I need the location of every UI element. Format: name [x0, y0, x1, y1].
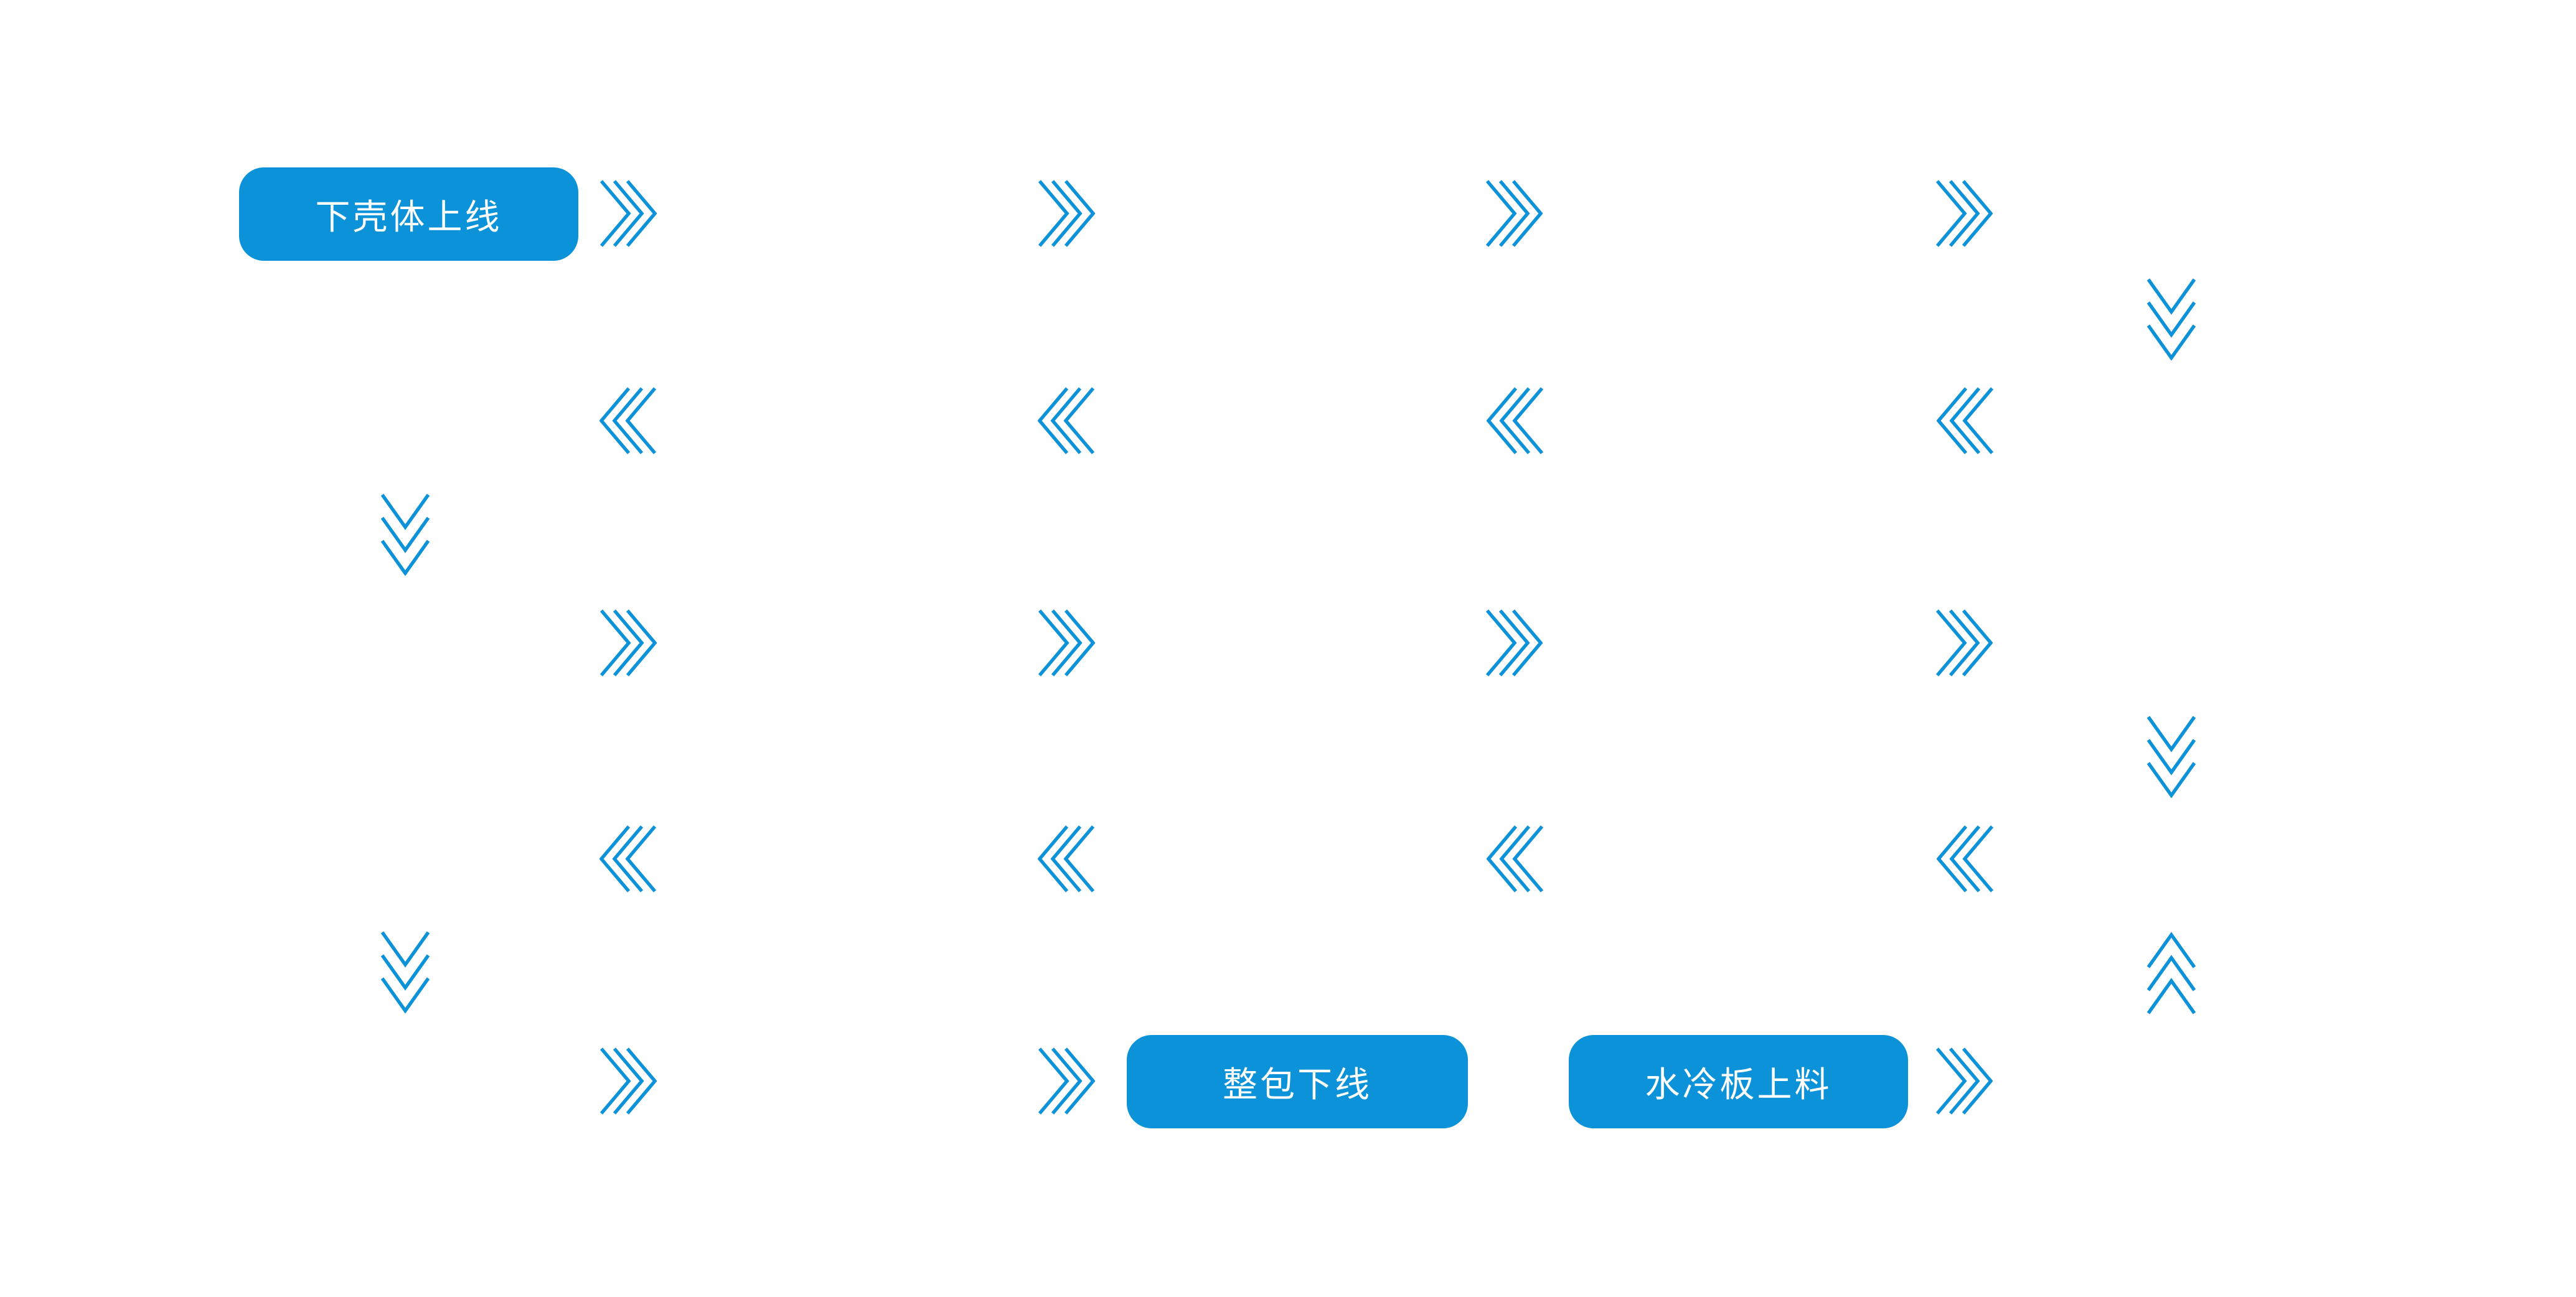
chevron-left-icon: [599, 825, 657, 893]
chevron-left-icon: [1038, 386, 1095, 455]
chevron-left-icon: [599, 386, 657, 455]
chevron-down-icon: [380, 930, 430, 1013]
chevron-right-icon: [599, 179, 657, 248]
chevron-left-icon: [1937, 386, 1994, 455]
chevron-right-icon: [599, 609, 657, 677]
chevron-right-icon: [1485, 179, 1543, 248]
chevron-right-icon: [1935, 179, 1993, 248]
chevron-right-icon: [1038, 609, 1095, 677]
process-node-pack-offline: 整包下线: [1127, 1035, 1468, 1128]
chevron-right-icon: [1038, 179, 1095, 248]
chevron-down-icon: [2146, 278, 2196, 360]
chevron-down-icon: [380, 493, 430, 576]
chevron-left-icon: [1487, 825, 1544, 893]
chevron-down-icon: [2146, 715, 2196, 798]
process-node-lower-shell-online: 下壳体上线: [239, 167, 578, 261]
chevron-up-icon: [2146, 931, 2196, 1015]
process-node-cooling-plate-loading: 水冷板上料: [1569, 1035, 1908, 1128]
chevron-right-icon: [1935, 1047, 1993, 1115]
chevron-left-icon: [1038, 825, 1095, 893]
chevron-left-icon: [1487, 386, 1544, 455]
chevron-right-icon: [1038, 1047, 1095, 1115]
chevron-left-icon: [1937, 825, 1994, 893]
chevron-right-icon: [599, 1047, 657, 1115]
chevron-right-icon: [1935, 609, 1993, 677]
chevron-right-icon: [1485, 609, 1543, 677]
